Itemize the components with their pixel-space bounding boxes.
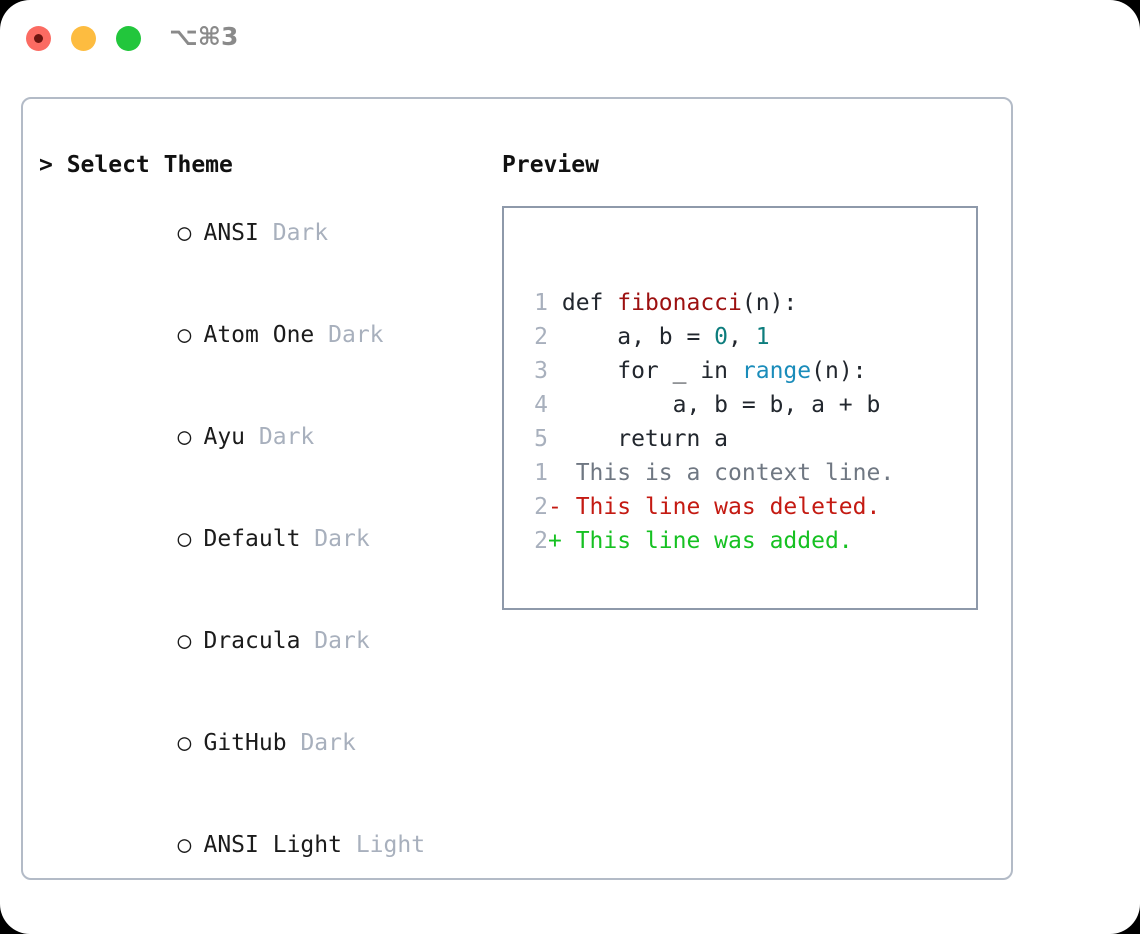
code-token: , [728, 324, 756, 350]
diff-line-context: 1 This is a context line. [522, 456, 894, 490]
radio-icon: ○ [177, 628, 192, 654]
theme-option-dracula-dark[interactable]: ○ Dracula Dark [39, 590, 479, 692]
diff-text: This is a context line. [575, 460, 895, 486]
code-token: for _ in [548, 358, 742, 384]
code-token: a, b = b, a + b [548, 392, 881, 418]
theme-option-label: Atom One [203, 322, 315, 348]
diff-text: This line was deleted. [575, 494, 881, 520]
code-line: 3 for _ in range(n): [522, 354, 880, 388]
theme-variant-badge: Light [355, 832, 426, 858]
theme-option-ansi-light[interactable]: ○ ANSI Light Light [39, 794, 479, 896]
code-token: a, b = [548, 324, 715, 350]
close-window-icon[interactable] [26, 26, 51, 51]
theme-option-label: GitHub [203, 730, 287, 756]
code-token-function: fibonacci [617, 290, 742, 316]
theme-option-atom-one-dark[interactable]: ○ Atom One Dark [39, 284, 479, 386]
radio-icon: ○ [177, 322, 192, 348]
theme-option-ayu-light[interactable]: ○Ayu Light Light [39, 896, 479, 934]
diff-sample: 1 This is a context line.2- This line wa… [522, 422, 894, 626]
theme-option-ayu-dark[interactable]: ○ Ayu Dark [39, 386, 479, 488]
theme-option-label: Ayu [203, 424, 246, 450]
theme-option-github-dark[interactable]: ○ GitHub Dark [39, 692, 479, 794]
code-token: return a [548, 426, 729, 452]
theme-variant-badge: Dark [314, 526, 370, 552]
maximize-window-icon[interactable] [116, 26, 141, 51]
code-token-builtin: range [741, 358, 812, 384]
code-line: 1 def fibonacci(n): [522, 286, 880, 320]
code-line: 4 a, b = b, a + b [522, 388, 880, 422]
radio-icon: ○ [177, 930, 203, 934]
main-panel: > Select Theme ○ ANSI Dark ○ Atom One Dark… [21, 97, 1013, 880]
theme-variant-badge: Dark [300, 730, 356, 756]
code-token-number: 1 [755, 324, 770, 350]
theme-option-label: Default [203, 526, 301, 552]
radio-icon: ○ [177, 220, 192, 246]
theme-option-list: ○ ANSI Dark ○ Atom One Dark ○ Ayu Dark ○ Def… [39, 182, 479, 934]
code-line: 2 a, b = 0, 1 [522, 320, 880, 354]
line-number: 1 [534, 290, 548, 316]
radio-icon: ○ [177, 832, 192, 858]
theme-option-label: ANSI [203, 220, 259, 246]
keyboard-shortcut-label: ⌥⌘3 [169, 22, 239, 51]
title-bar: ⌥⌘3 [0, 0, 1140, 78]
theme-variant-badge: Dark [258, 424, 315, 450]
theme-variant-badge: Dark [314, 628, 370, 654]
theme-selector-column: > Select Theme ○ ANSI Dark ○ Atom One Dark… [39, 148, 479, 934]
line-number: 2 [534, 324, 548, 350]
line-number: 2 [534, 528, 548, 554]
line-number: 2 [534, 494, 548, 520]
line-number: 4 [534, 392, 548, 418]
diff-line-deleted: 2- This line was deleted. [522, 490, 894, 524]
diff-sign: + [548, 528, 576, 554]
code-token: (n): [811, 358, 867, 384]
line-number: 1 [534, 460, 548, 486]
radio-icon: ○ [177, 730, 192, 756]
theme-variant-badge: Dark [272, 220, 329, 246]
diff-sign [548, 460, 576, 486]
line-number: 3 [534, 358, 548, 384]
code-token: (n): [741, 290, 798, 316]
radio-icon: ○ [177, 526, 192, 552]
radio-icon: ○ [177, 424, 192, 450]
theme-option-label: Dracula [203, 628, 301, 654]
code-token: def [548, 290, 618, 316]
theme-option-ansi-dark[interactable]: ○ ANSI Dark [39, 182, 479, 284]
preview-column: Preview 1 def fibonacci(n):2 a, b = 0, 1… [502, 148, 992, 610]
theme-option-label: ANSI Light [203, 832, 342, 858]
diff-sign: - [548, 494, 576, 520]
theme-option-default-dark[interactable]: ○ Default Dark [39, 488, 479, 590]
code-line: 5 return a [522, 422, 880, 456]
theme-variant-badge: Dark [328, 322, 384, 348]
diff-text: This line was added. [575, 528, 853, 554]
code-token-number: 0 [714, 324, 729, 350]
preview-header: Preview [502, 152, 599, 178]
select-theme-header: > Select Theme [39, 152, 233, 178]
minimize-window-icon[interactable] [71, 26, 96, 51]
traffic-light-group [26, 26, 141, 51]
diff-line-added: 2+ This line was added. [522, 524, 894, 558]
line-number: 5 [534, 426, 548, 452]
